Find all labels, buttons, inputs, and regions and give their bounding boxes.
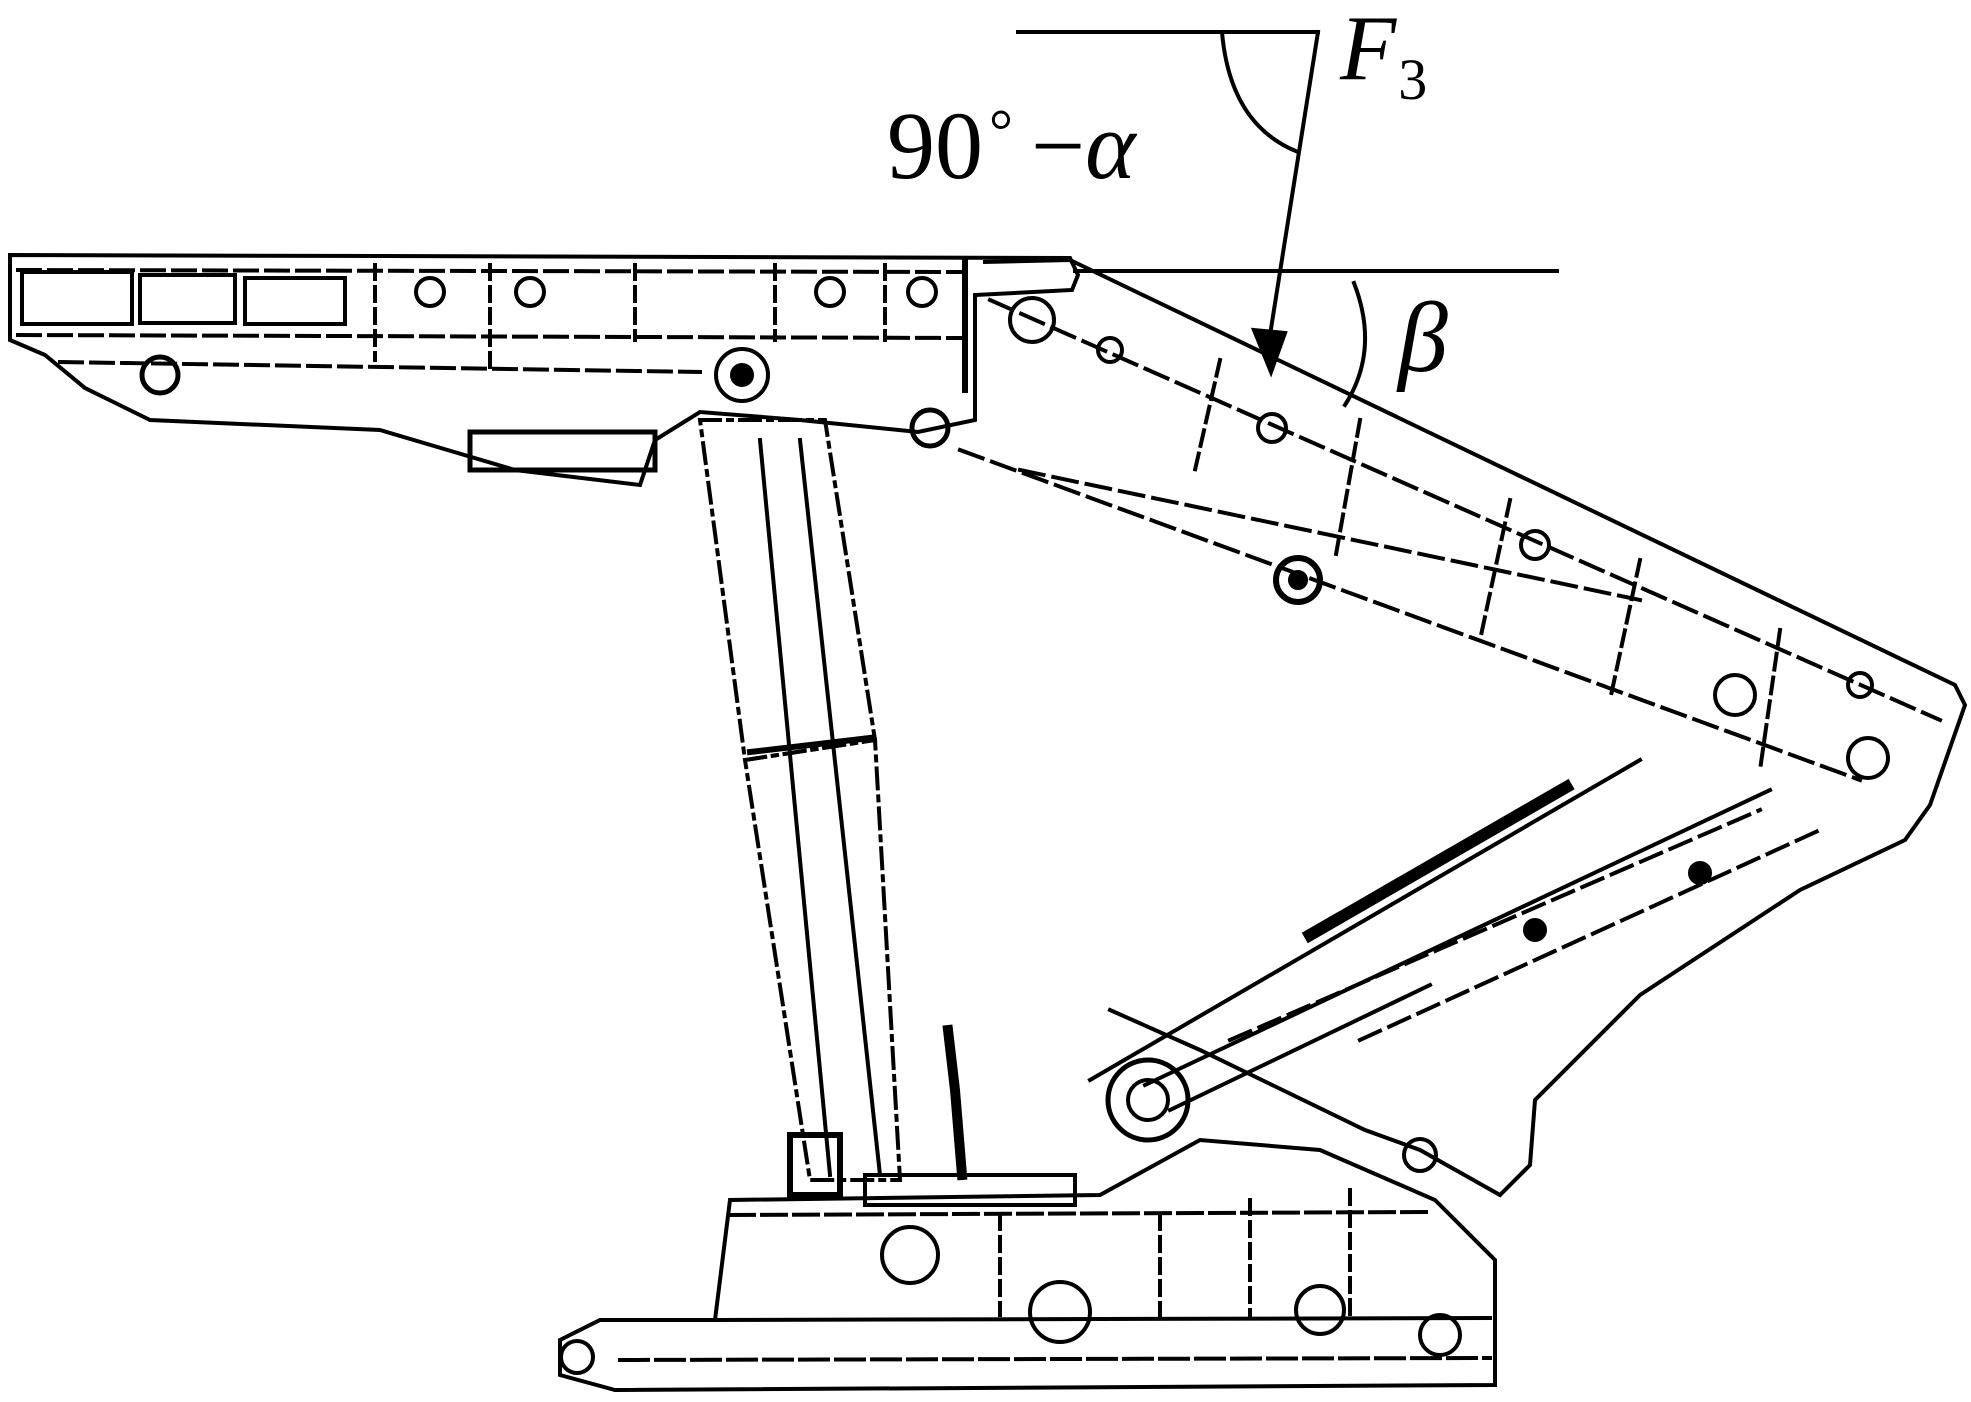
shield-pin (1519, 529, 1551, 561)
shield-edge-dashed (987, 297, 1943, 723)
link-rear (1357, 827, 1823, 1043)
canopy-outline (8, 252, 1081, 488)
link-edge (1167, 982, 1433, 1113)
base-top (727, 1209, 1433, 1218)
angle-minus-sign: − (1031, 92, 1086, 199)
base-block (787, 1132, 843, 1198)
canopy-lug (139, 354, 181, 396)
force-construction (1016, 29, 1559, 408)
canopy-lug (909, 407, 951, 449)
force-line-f3 (1267, 29, 1321, 338)
link-pin (1523, 918, 1547, 942)
shield-pin (1256, 412, 1288, 444)
shield-pin (1713, 673, 1757, 717)
angle-arc-beta (1342, 280, 1368, 408)
link-front (1087, 757, 1643, 1083)
shield-rib (1757, 627, 1783, 773)
canopy-hinge-inner (730, 363, 754, 387)
canopy-inner-low (57, 359, 703, 375)
shield-rib (1332, 417, 1363, 563)
shield-pin (1008, 296, 1056, 344)
angle-alpha: α (1085, 92, 1136, 199)
shield-rib (1192, 357, 1223, 473)
angle-label-90-minus-alpha: 90°−α (887, 98, 1136, 194)
base-outline (558, 1137, 1497, 1393)
shield-edge-dashed (957, 447, 1863, 783)
angle-degree-symbol: ° (989, 98, 1013, 164)
lemniscate-links (1087, 757, 1823, 1173)
link-pin (1688, 861, 1712, 885)
base-block (863, 1173, 1077, 1207)
base-rail (617, 1355, 1493, 1363)
shield-hinge-inner (1288, 570, 1308, 590)
link-rear (1227, 807, 1763, 1043)
canopy-box (20, 270, 134, 326)
shield-pin (1846, 736, 1890, 780)
base-pin (1418, 1313, 1462, 1357)
base-mid (712, 1315, 1493, 1323)
shield-rib (1607, 557, 1643, 703)
link-hydraulic-rod (1301, 776, 1579, 944)
angle-arc-alpha (1219, 29, 1301, 155)
force-subscript: 3 (1398, 47, 1428, 113)
canopy-lower-box (467, 429, 658, 473)
base-pin (880, 1225, 940, 1285)
angle-degrees: 90 (887, 92, 983, 199)
base (558, 1132, 1497, 1393)
leg-hose (942, 1024, 968, 1181)
canopy-box (138, 273, 237, 325)
leg-collar (746, 734, 874, 756)
shield-hinge (1273, 555, 1323, 605)
hydraulic-leg (697, 418, 968, 1182)
shield-outline (982, 257, 1968, 1198)
canopy-box (243, 276, 347, 326)
link-hinge (1105, 1057, 1191, 1143)
base-pin (1294, 1284, 1346, 1336)
canopy-pin (514, 276, 546, 308)
canopy-pin (814, 276, 846, 308)
canopy-pin (414, 276, 446, 308)
angle-label-beta: β (1398, 282, 1448, 393)
canopy-hinge (714, 347, 770, 403)
leg-rod (757, 437, 833, 1178)
force-label-f3: F3 (1340, 2, 1427, 109)
base-pin (1028, 1280, 1092, 1344)
link-front (1142, 787, 1773, 1088)
force-letter: F (1340, 0, 1397, 99)
canopy (8, 252, 1081, 488)
canopy-pin (906, 276, 938, 308)
leg-rod (797, 437, 883, 1178)
shield-beam (957, 257, 1968, 1198)
shield-rib (1477, 497, 1513, 643)
link-hinge-inner (1126, 1078, 1170, 1122)
link-pin (1402, 1137, 1438, 1173)
shield-pin (1096, 336, 1124, 364)
shield-pin (1846, 671, 1874, 699)
base-tow-eye (559, 1339, 595, 1375)
shield-edge-dashed (1017, 467, 1643, 603)
